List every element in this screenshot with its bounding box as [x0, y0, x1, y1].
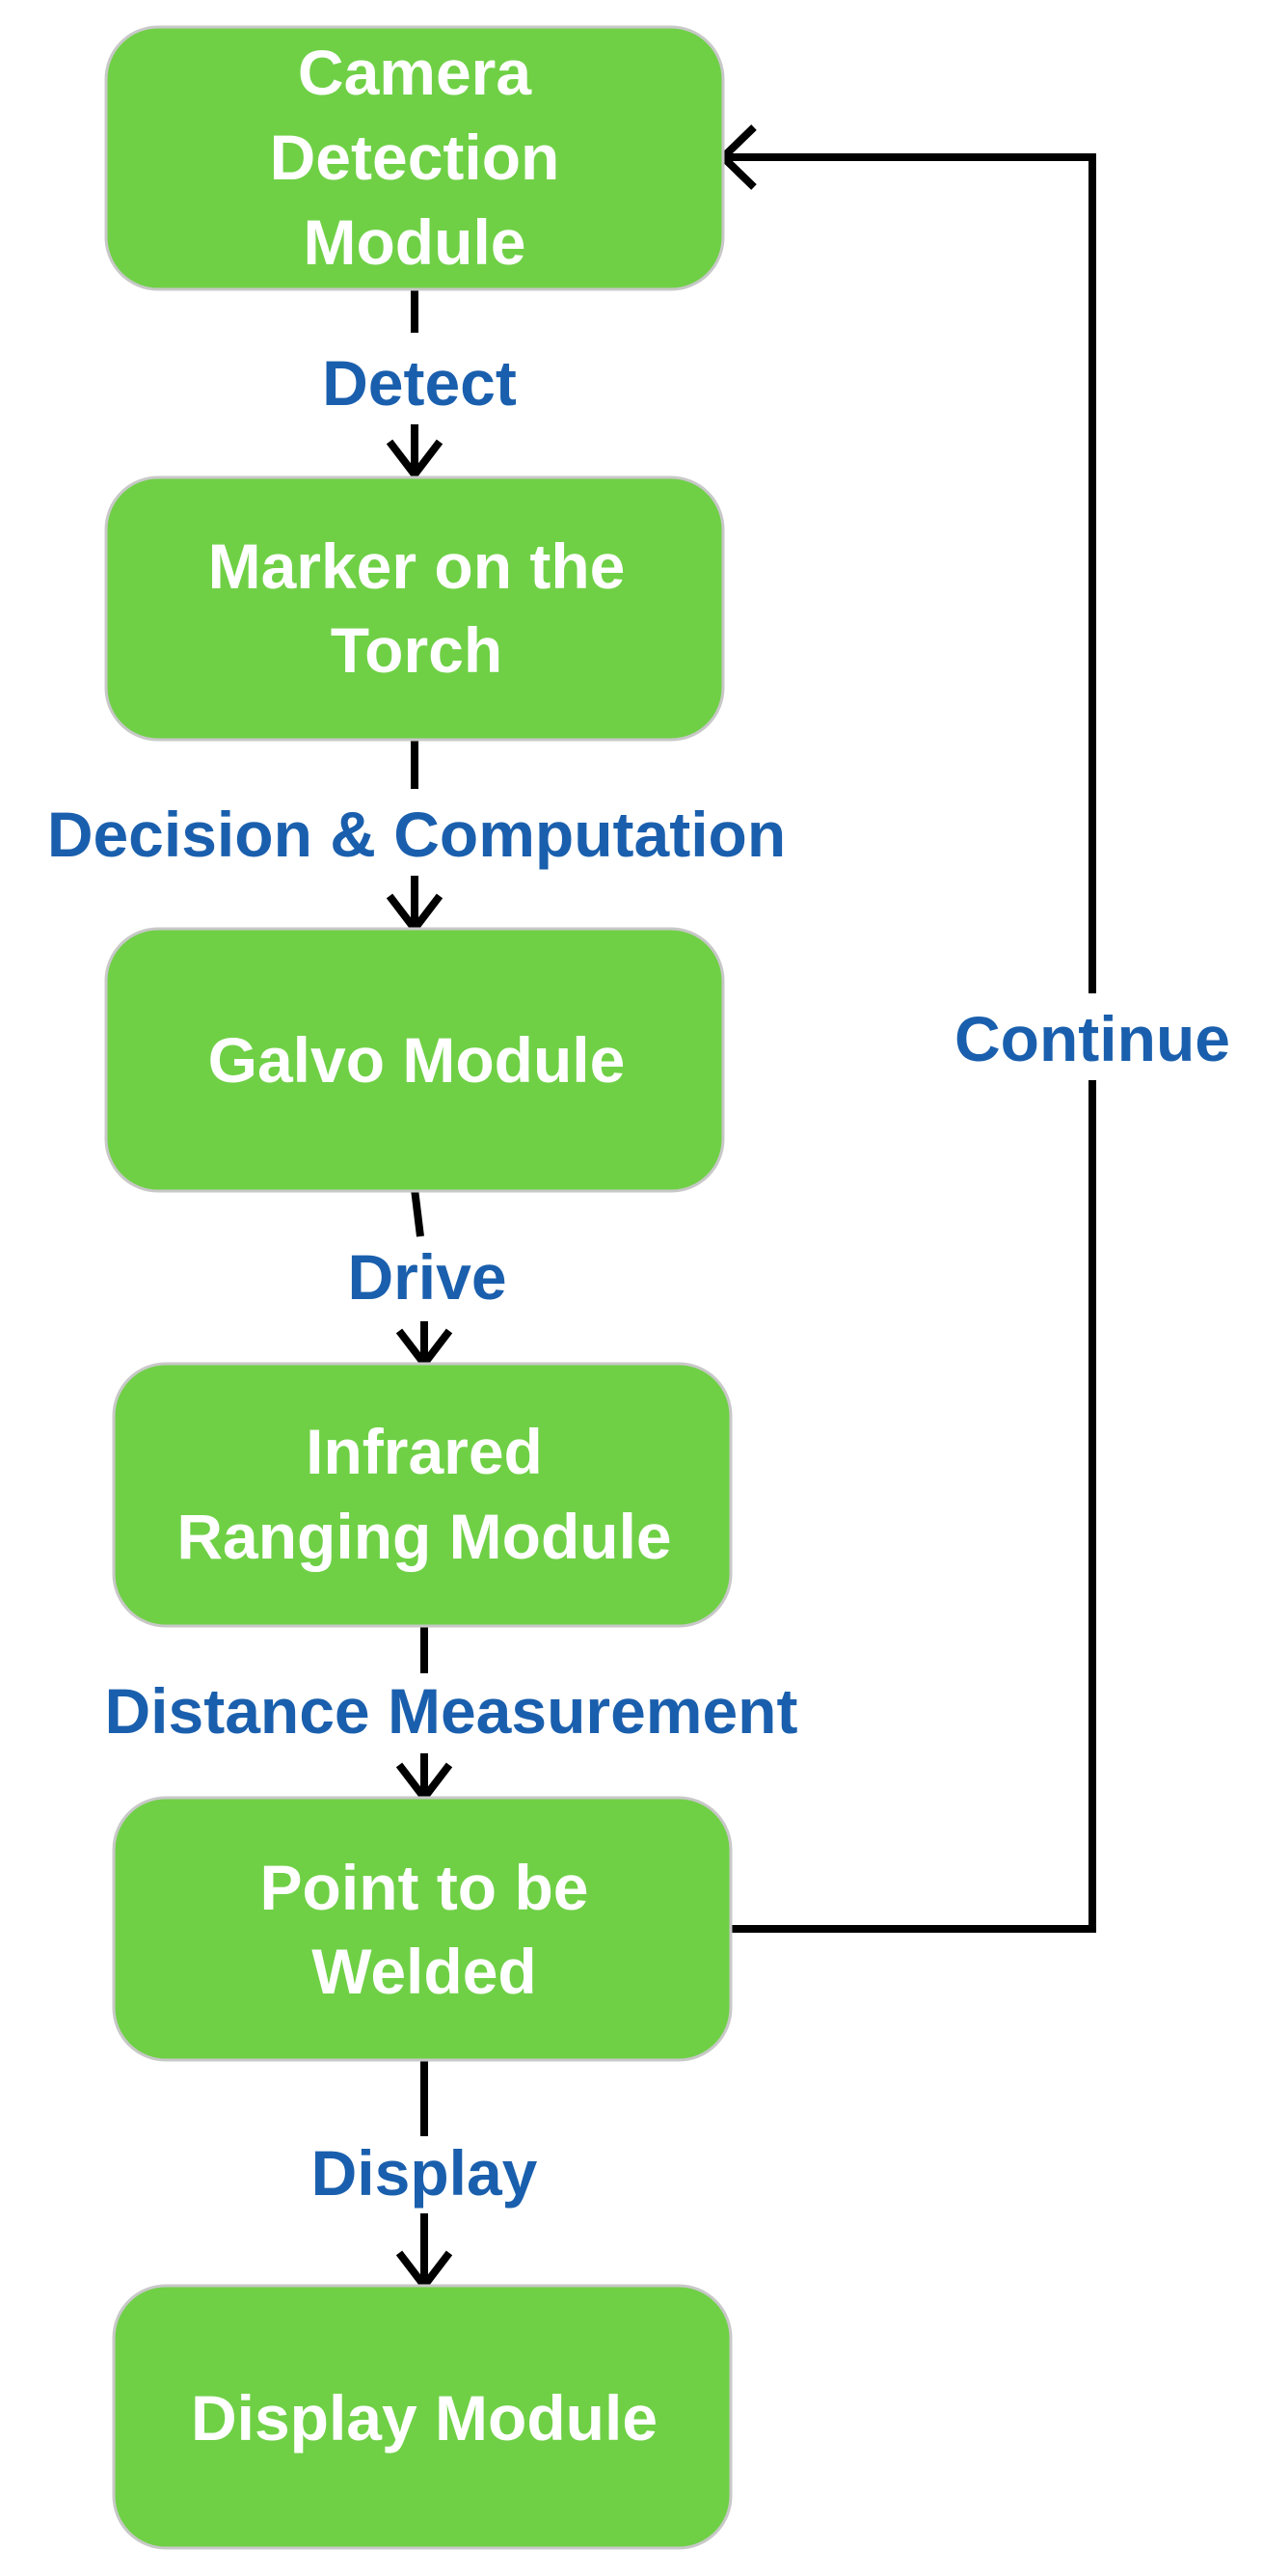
- node-display-module: Display Module: [112, 2284, 733, 2550]
- edge-label-continue: Continue: [954, 1003, 1230, 1074]
- edge-label-drive: Drive: [347, 1241, 506, 1313]
- edge-label-display: Display: [311, 2137, 538, 2209]
- node-marker-line-2: Torch: [331, 614, 502, 686]
- edge-label-decision-computation: Decision & Computation: [47, 799, 786, 870]
- node-box-point: [112, 1796, 733, 2062]
- node-display-line-1: Display Module: [191, 2382, 658, 2454]
- node-point-line-2: Welded: [311, 1936, 536, 2007]
- node-camera-line-2: Detection: [270, 122, 560, 193]
- node-box-camera: [104, 25, 725, 291]
- connector-continue-lower: [730, 1080, 1096, 1933]
- node-point-to-be-welded: Point to be Welded: [112, 1796, 733, 2062]
- node-infrared-line-1: Infrared: [306, 1416, 543, 1487]
- node-infrared-ranging-module: Infrared Ranging Module: [112, 1362, 733, 1628]
- arrowhead-to-marker: [386, 439, 443, 481]
- connector-drive-top: [411, 1188, 424, 1237]
- connector-continue-upper: [723, 153, 1096, 993]
- node-marker-on-the-torch: Marker on the Torch: [104, 475, 725, 742]
- node-camera-line-1: Camera: [298, 37, 532, 108]
- edge-label-distance-measurement: Distance Measurement: [105, 1675, 798, 1747]
- node-box-marker: [104, 475, 725, 742]
- node-infrared-line-2: Ranging Module: [176, 1501, 671, 1572]
- node-box-infrared: [112, 1362, 733, 1628]
- node-camera-detection-module: Camera Detection Module: [104, 25, 725, 291]
- node-camera-line-3: Module: [304, 206, 526, 278]
- node-galvo-line-1: Galvo Module: [208, 1024, 626, 1096]
- node-galvo-module: Galvo Module: [104, 927, 725, 1193]
- node-box-galvo: [104, 927, 725, 1193]
- node-box-display: [112, 2284, 733, 2550]
- node-point-line-1: Point to be: [260, 1852, 589, 1923]
- node-marker-line-1: Marker on the: [208, 530, 626, 602]
- edge-label-detect: Detect: [322, 347, 517, 419]
